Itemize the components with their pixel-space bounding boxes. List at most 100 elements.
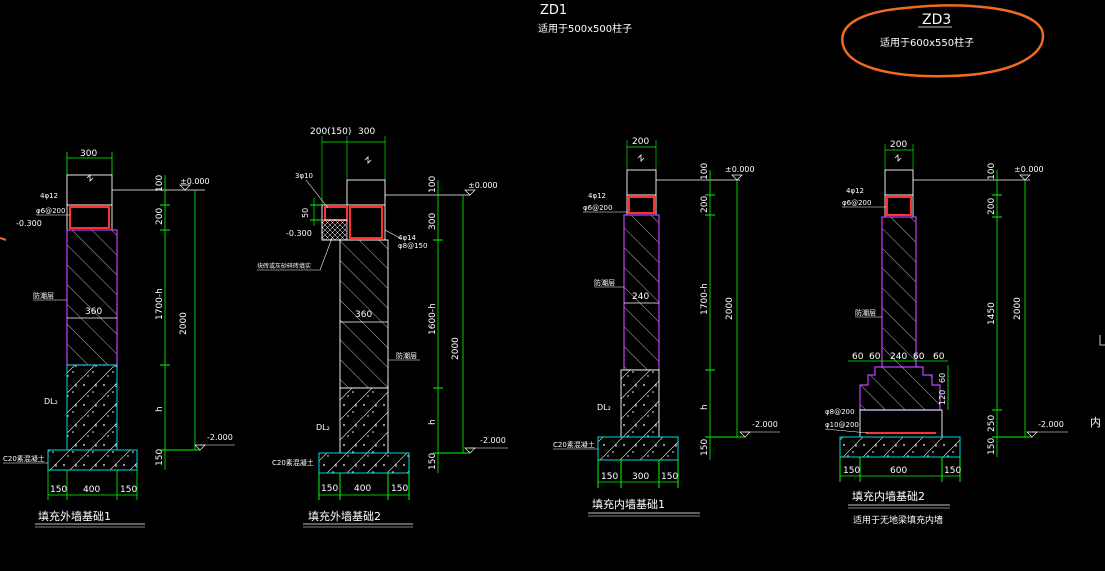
caption-detail-4: 填充内墙基础2 — [852, 489, 925, 503]
dim-240: 240 — [890, 352, 907, 362]
ledge-rebar — [324, 206, 348, 221]
header-zd1: ZD1 适用于500x500柱子 — [538, 3, 632, 35]
footing — [839, 436, 961, 458]
label-c20: C20素混凝土 — [272, 458, 314, 467]
dim-150: 150 — [428, 453, 438, 470]
label-damp-layer: 防潮层 — [396, 351, 417, 360]
dim-200-top: 200 — [890, 140, 907, 150]
dim-200-top: 200 — [632, 137, 649, 147]
label-damp-layer: 防潮层 — [594, 278, 615, 287]
footing — [597, 436, 679, 461]
elev-top: ±0.000 — [725, 165, 755, 174]
label-c20: C20素混凝土 — [3, 454, 45, 463]
dim-200: 200 — [700, 196, 710, 213]
dim-60-c: 60 — [913, 352, 925, 362]
brick-wall — [66, 229, 118, 366]
zd3-title: ZD3 — [922, 12, 951, 28]
elev-beam: -0.300 — [16, 219, 42, 228]
header-zd3: ZD3 适用于600x550柱子 — [841, 4, 1045, 78]
rebar-3: 3φ10 — [295, 172, 313, 180]
dim-100: 100 — [428, 176, 438, 193]
elev-top: ±0.000 — [180, 177, 210, 186]
base-150-right: 150 — [944, 466, 961, 476]
dim-100: 100 — [987, 163, 997, 180]
rebar-bottom-1: φ8@200 — [825, 408, 854, 416]
elev-beam: -0.300 — [286, 229, 312, 238]
dim-2000: 2000 — [451, 337, 461, 360]
rebar-main: 4φ12 — [846, 187, 864, 195]
concrete-wall — [620, 369, 660, 438]
dim-60-d: 60 — [933, 352, 945, 362]
elev-top: ±0.000 — [468, 181, 498, 190]
dim-h: h — [428, 419, 438, 425]
rubble-fill — [321, 219, 348, 241]
footing — [47, 449, 138, 471]
concrete-wall — [66, 364, 118, 451]
label-damp-layer: 防潮层 — [855, 308, 876, 317]
base-150-left: 150 — [321, 484, 338, 494]
zd1-note: 适用于500x500柱子 — [538, 22, 632, 35]
label-damp-layer: 防潮层 — [33, 291, 54, 300]
base-150-left: 150 — [50, 485, 67, 495]
rebar-main: 4φ12 — [588, 192, 606, 200]
rebar-stirrup: φ6@200 — [36, 207, 65, 215]
base-150-left: 150 — [601, 472, 618, 482]
dim-150: 150 — [700, 439, 710, 456]
dim-1700-h: 1700-h — [155, 288, 165, 320]
concrete-wall — [339, 387, 389, 454]
dim-240: 240 — [632, 292, 649, 302]
beam-rebar — [886, 196, 912, 216]
dim-250: 250 — [987, 415, 997, 432]
stepped-footing — [859, 366, 941, 411]
dim-1450: 1450 — [987, 302, 997, 325]
rebar-main: 4φ14 — [398, 234, 417, 242]
dim-300-v: 300 — [428, 213, 438, 230]
dim-2000: 2000 — [1013, 297, 1023, 320]
rebar-stirrup: φ8@150 — [398, 242, 427, 250]
zd1-title: ZD1 — [540, 3, 567, 18]
detail-4: 200 150 600 150 60 60 240 60 60 60 120 1… — [824, 140, 1068, 526]
detail-2: 200(150) 300 360 150 400 150 100 300 160… — [257, 127, 508, 528]
dim-150: 150 — [155, 449, 165, 466]
dim-150: 150 — [987, 438, 997, 455]
brick-wall — [623, 214, 660, 371]
label-c20: C20素混凝土 — [553, 440, 595, 449]
base-150-right: 150 — [391, 484, 408, 494]
note-detail-4: 适用于无地梁填充内墙 — [853, 514, 943, 526]
base-600: 600 — [890, 466, 907, 476]
dim-300: 300 — [80, 149, 97, 159]
rebar-stirrup: φ6@200 — [842, 199, 871, 207]
edge-label: 内 — [1090, 415, 1101, 429]
label-dl: DL₂ — [597, 403, 611, 412]
label-dl: DL₂ — [316, 423, 330, 432]
elev-bottom: -2.000 — [1038, 420, 1064, 429]
dim-200-150: 200(150) — [310, 127, 351, 137]
base-150-right: 150 — [120, 485, 137, 495]
edge-mark — [0, 237, 7, 241]
dim-60-b: 60 — [869, 352, 881, 362]
base-150-left: 150 — [843, 466, 860, 476]
dim-200: 200 — [155, 208, 165, 225]
base-400: 400 — [83, 485, 100, 495]
detail-1: 300 360 150 400 150 100 200 1700-h 2000 — [3, 149, 235, 528]
beam-rebar — [349, 206, 383, 239]
brick-wall — [881, 216, 917, 368]
elev-top: ±0.000 — [1014, 165, 1044, 174]
dim-2000: 2000 — [179, 312, 189, 335]
dim-2000: 2000 — [725, 297, 735, 320]
dim-1600-h: 1600-h — [428, 303, 438, 335]
dim-50: 50 — [301, 208, 310, 218]
dim-60-v: 60 — [938, 373, 947, 383]
dim-120-v: 120 — [938, 390, 947, 405]
rebar-main: 4φ12 — [40, 192, 58, 200]
dim-h: h — [155, 406, 165, 412]
edge-fragment — [1099, 335, 1105, 346]
zd3-note: 适用于600x550柱子 — [880, 36, 974, 49]
elev-bottom: -2.000 — [480, 436, 506, 445]
rebar-bottom-2: φ10@200 — [825, 421, 859, 429]
elev-bottom: -2.000 — [207, 433, 233, 442]
dim-360: 360 — [85, 307, 102, 317]
caption-detail-3: 填充内墙基础1 — [592, 497, 665, 511]
rebar-stirrup: φ6@200 — [583, 204, 612, 212]
